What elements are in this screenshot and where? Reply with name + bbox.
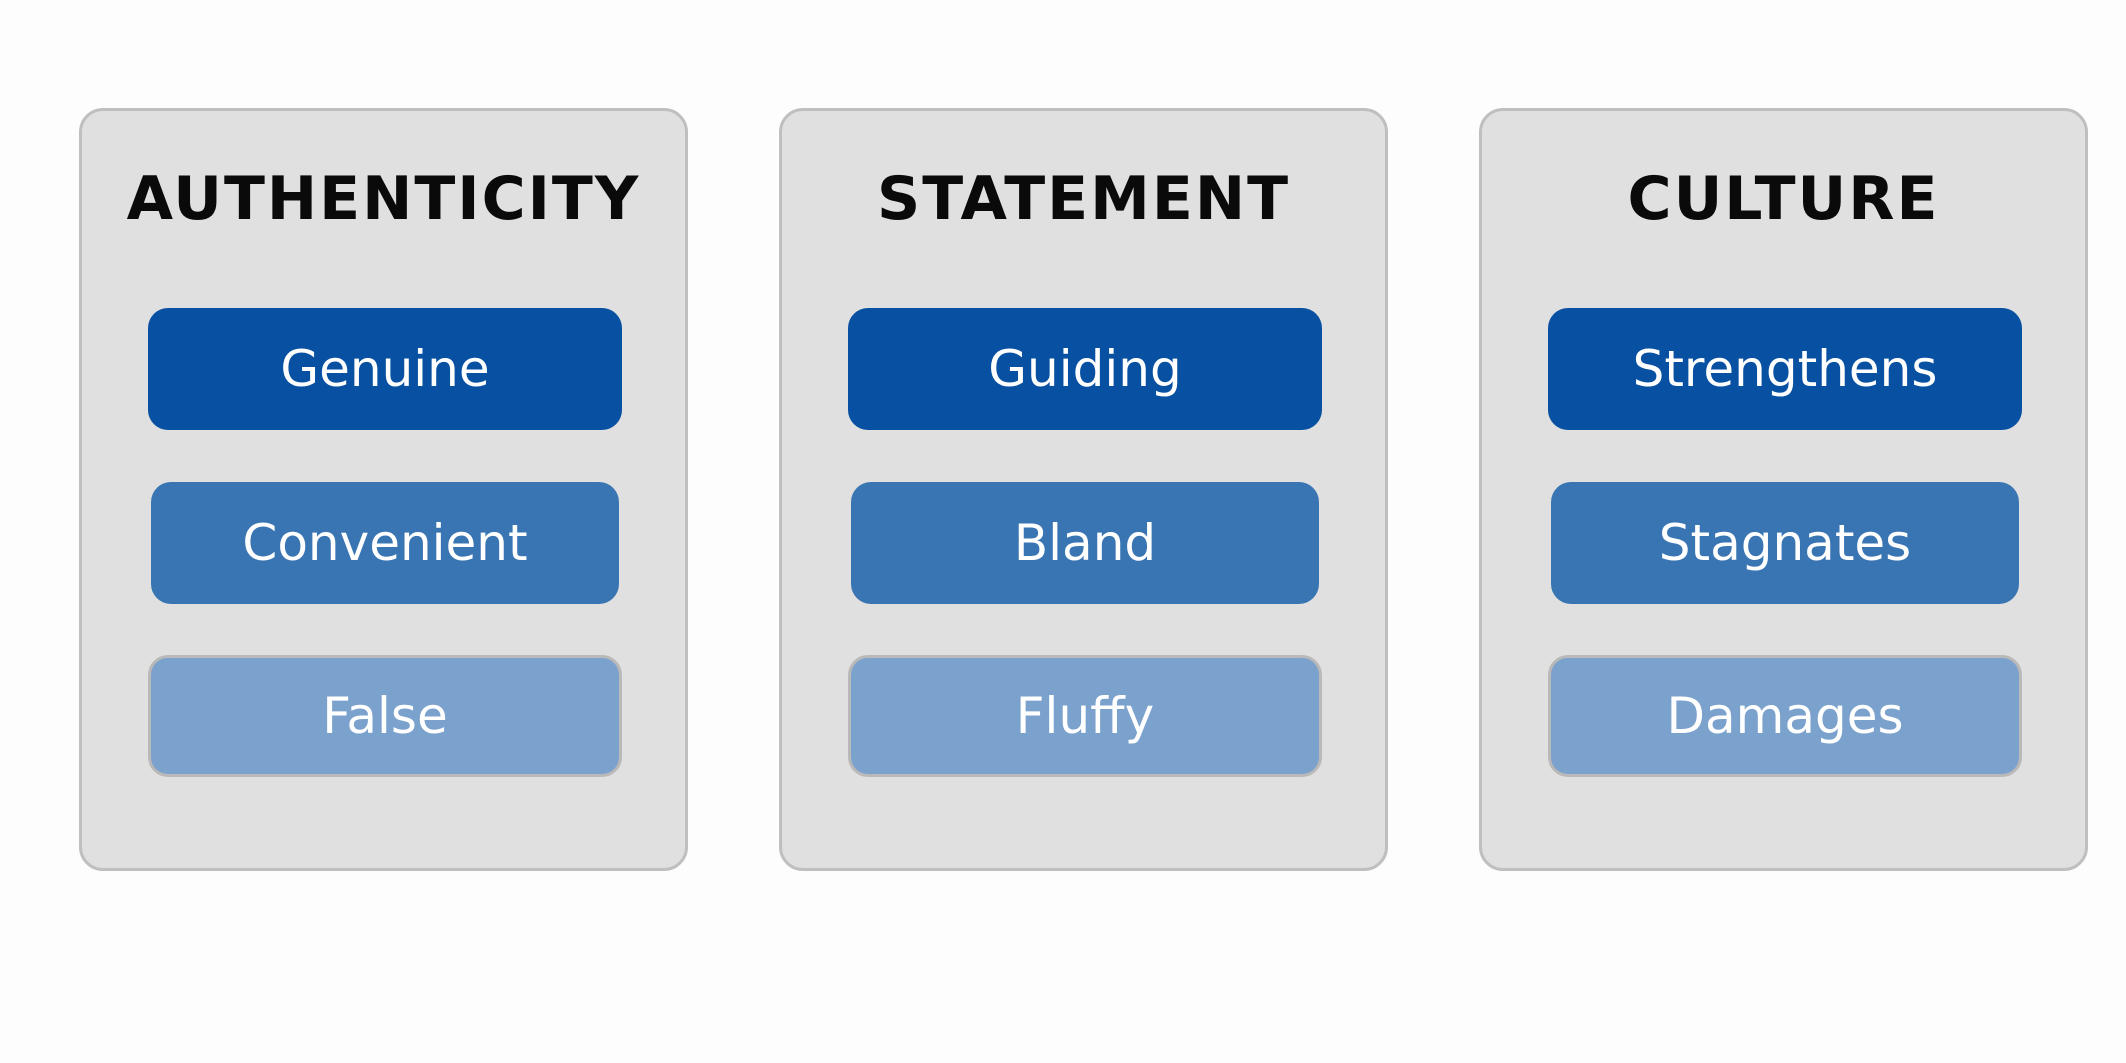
panel-statement: STATEMENT Guiding Bland Fluffy [779, 108, 1388, 871]
item-bland: Bland [851, 482, 1319, 604]
item-damages: Damages [1548, 655, 2022, 777]
item-stagnates: Stagnates [1551, 482, 2019, 604]
panel-title: AUTHENTICITY [126, 164, 641, 234]
item-guiding: Guiding [848, 308, 1322, 430]
panel-title: STATEMENT [876, 164, 1290, 234]
panel-authenticity: AUTHENTICITY Genuine Convenient False [79, 108, 688, 871]
item-genuine: Genuine [148, 308, 622, 430]
item-false: False [148, 655, 622, 777]
item-strengthens: Strengthens [1548, 308, 2022, 430]
panel-title: CULTURE [1627, 164, 1940, 234]
item-fluffy: Fluffy [848, 655, 1322, 777]
item-convenient: Convenient [151, 482, 619, 604]
panel-culture: CULTURE Strengthens Stagnates Damages [1479, 108, 2088, 871]
